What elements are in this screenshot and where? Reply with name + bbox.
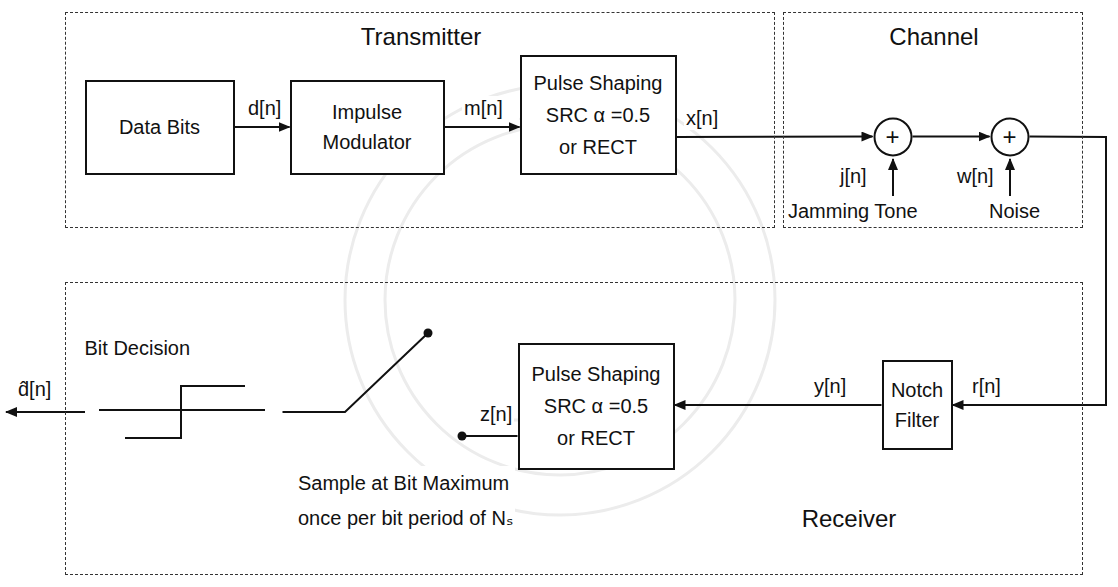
note-text: Sample at Bit Maximum once per bit perio… <box>296 466 515 536</box>
signal-name: w[n] <box>955 164 996 188</box>
signal-name: d[n] <box>246 96 283 120</box>
signal-name: m[n] <box>462 96 505 120</box>
adder-circle: + <box>990 117 1030 157</box>
signal-name: d̂[n] <box>16 377 53 401</box>
signal-wire <box>913 136 990 138</box>
group-title: Transmitter <box>66 23 776 51</box>
signal-name: z[n] <box>478 402 514 426</box>
noise-input-arrow <box>1009 159 1011 196</box>
adder-circle-shape <box>874 118 911 155</box>
transmitter-group: Data Bits Impulse Modulator Pulse Shaping … <box>65 12 775 228</box>
process-box: Data Bits <box>85 80 235 175</box>
block-label: + <box>1002 125 1016 149</box>
block-label: Pulse Shaping SRC α =0.5 or RECT <box>532 358 661 454</box>
step-curve <box>125 386 245 438</box>
filter-box: Notch Filter <box>882 360 953 450</box>
jamming-input-arrow <box>892 159 894 196</box>
filter-box: Pulse Shaping SRC α =0.5 or RECT <box>520 55 677 175</box>
signal-name: r[n] <box>970 374 1003 398</box>
signal-wire <box>283 333 518 436</box>
signal-wire <box>445 126 520 128</box>
signal-wire <box>235 126 290 128</box>
source-label: Noise <box>987 199 1042 223</box>
output-arrow <box>6 411 85 413</box>
filter-box: Pulse Shaping SRC α =0.5 or RECT <box>518 343 675 470</box>
group-title: Channel <box>784 23 1084 51</box>
receiver-group: Notch Filter Pulse Shaping SRC α =0.5 or … <box>65 282 1083 575</box>
step-symbol <box>85 368 279 458</box>
channel-group: + + Channel <box>783 12 1083 228</box>
source-label: Jamming Tone <box>786 199 920 223</box>
block-label: Impulse Modulator <box>323 97 412 157</box>
decision-box: Bit Decision <box>85 368 283 462</box>
block-label: Data Bits <box>119 114 200 140</box>
block-label: + <box>885 125 899 149</box>
signal-name: y[n] <box>812 374 848 398</box>
adder-circle-shape <box>991 118 1028 155</box>
signal-wire <box>675 404 882 406</box>
signal-name: j[n] <box>838 164 869 188</box>
group-title: Receiver <box>784 505 914 533</box>
block-label: Pulse Shaping SRC α =0.5 or RECT <box>534 67 663 163</box>
block-title: Bit Decision <box>85 336 191 360</box>
process-box: Impulse Modulator <box>290 80 445 175</box>
block-label: Notch Filter <box>891 375 943 435</box>
signal-name: x[n] <box>684 106 720 130</box>
adder-circle: + <box>873 117 913 157</box>
